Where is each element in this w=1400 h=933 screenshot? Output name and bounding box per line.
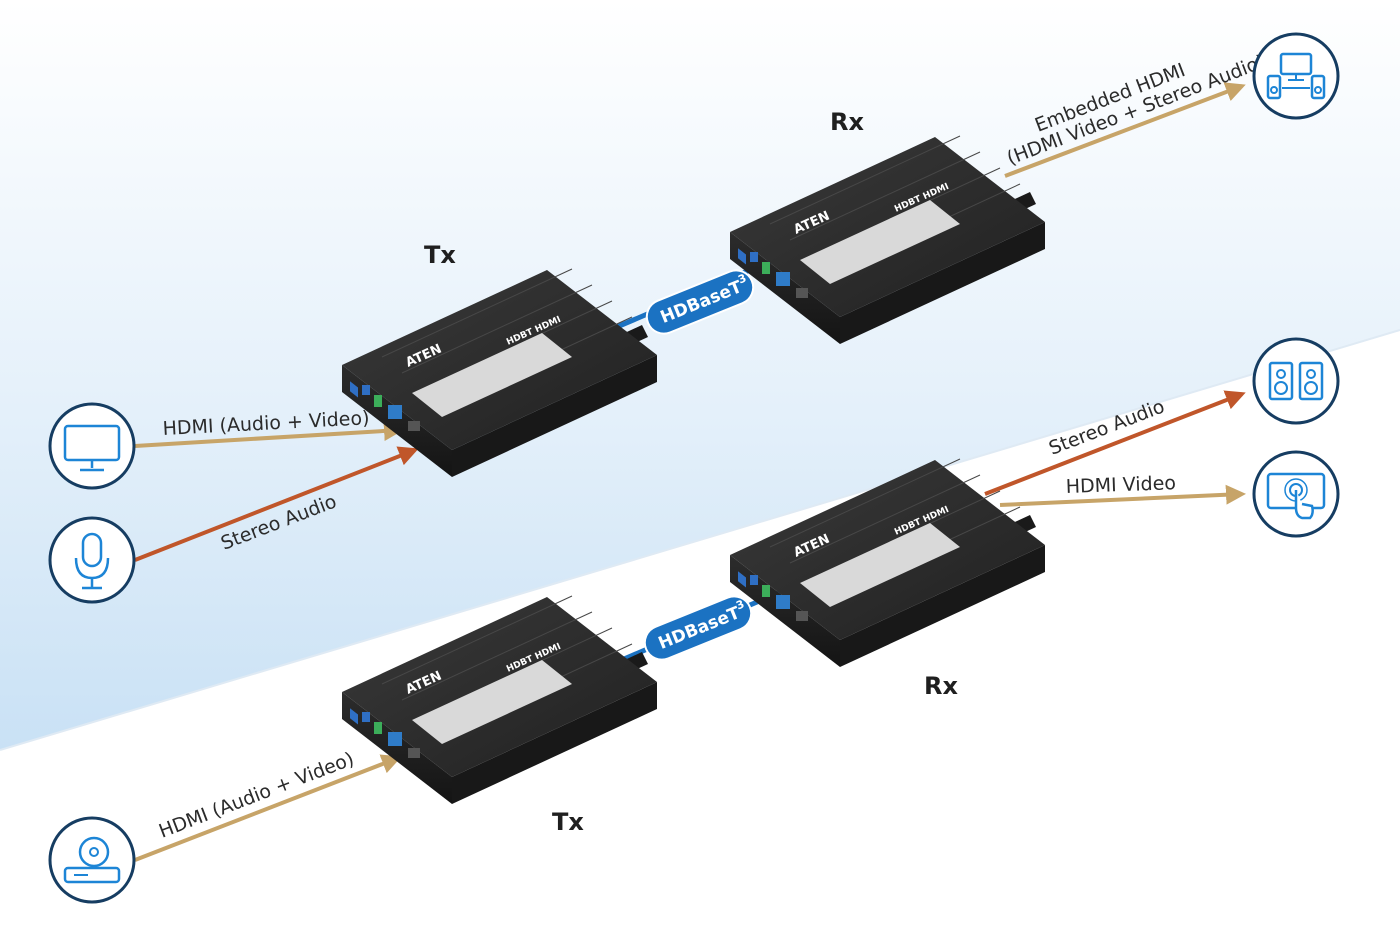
bottom-rx-title: Rx: [924, 672, 958, 700]
top-rx-device: ATEN HDBT HDMI: [729, 135, 1046, 345]
top-badge-sup: 3: [736, 272, 748, 287]
bottom-hdbaset-badge: HDBaseT3: [643, 595, 753, 661]
bottom-output-video-arrow: [999, 484, 1246, 507]
bottom-badge-sup: 3: [734, 598, 746, 613]
speakers-icon: [1252, 337, 1340, 425]
touch-display-icon: [1252, 450, 1340, 538]
top-rx-title: Rx: [830, 108, 864, 136]
top-panel-background: [0, 0, 1400, 750]
bottom-rx-device: ATEN HDBT HDMI: [729, 458, 1046, 668]
top-input-audio-arrow: [134, 446, 419, 562]
top-input-video-arrow: [134, 420, 404, 448]
bottom-tx-device: ATEN HDBT HDMI: [341, 595, 658, 805]
top-tx-title: Tx: [424, 241, 456, 269]
microphone-icon: [48, 516, 136, 604]
bottom-tx-title: Tx: [552, 808, 584, 836]
bottom-input-arrow: [134, 754, 402, 862]
monitor-icon: [48, 402, 136, 490]
bottom-output-video-label: HDMI Video: [1065, 472, 1176, 498]
tv-with-speakers-icon: [1252, 32, 1340, 120]
panel-divider: [0, 329, 1400, 751]
top-output-arrow: [1004, 82, 1246, 178]
bottom-output-audio-arrow: [984, 390, 1246, 496]
disc-player-icon: [48, 816, 136, 904]
top-tx-device: ATEN HDBT HDMI: [341, 268, 658, 478]
